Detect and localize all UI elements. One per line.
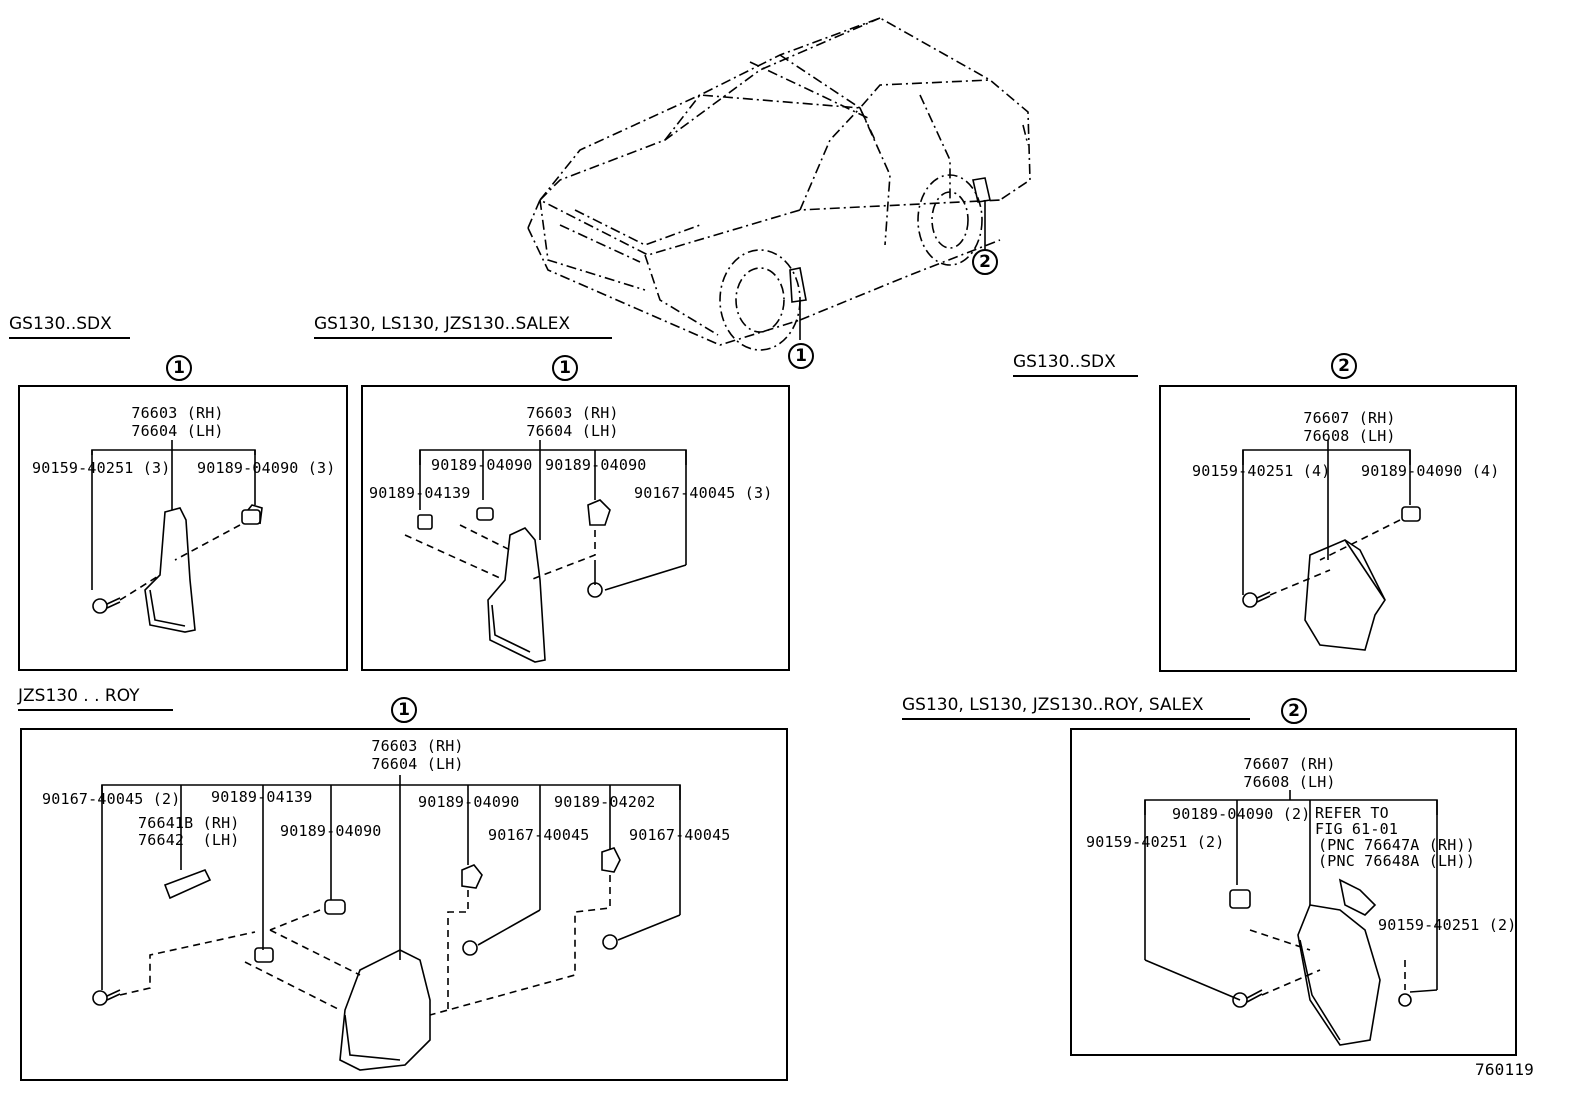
box4-part-lh: 76604 (LH) (371, 755, 464, 773)
box4-screw-a: 90167-40045 (2) (42, 790, 181, 808)
box4-panel (20, 728, 788, 1081)
box3-artwork (1242, 440, 1421, 651)
box4-artwork (92, 775, 681, 1071)
box1-part-lh: 76604 (LH) (131, 422, 224, 440)
box5-panel (1070, 728, 1517, 1056)
box5-screw-b: 90159-40251 (2) (1378, 916, 1517, 934)
box2-screw: 90167-40045 (3) (634, 484, 773, 502)
box2-clip-a: 90189-04090 (431, 456, 533, 474)
car-front-mudflap (789, 267, 807, 303)
figure-number: 760119 (1475, 1060, 1534, 1079)
box4-screw-b: 90167-40045 (488, 826, 590, 844)
box3-part-rh: 76607 (RH) (1303, 409, 1396, 427)
box5-refer-line3: (PNC 76647A (RH)) (1318, 836, 1475, 854)
box2-part-lh: 76604 (LH) (526, 422, 619, 440)
box5-part-rh: 76607 (RH) (1243, 755, 1336, 773)
box4-clip-a: 90189-04090 (280, 822, 382, 840)
box5-refer-line2: FIG 61-01 (1315, 820, 1399, 838)
box5-clip: 90189-04090 (2) (1172, 805, 1311, 823)
box1-artwork (91, 440, 263, 633)
car-illustration (527, 17, 1031, 346)
box5-screw-a: 90159-40251 (2) (1086, 833, 1225, 851)
box4-bracket-rh: 76641B (RH) (138, 814, 240, 832)
car-callout-rear: 2 (972, 249, 998, 275)
section-title-salex-front: GS130, LS130, JZS130..SALEX (314, 314, 612, 339)
box2-nut: 90189-04139 (369, 484, 471, 502)
box4-screw-c: 90167-40045 (629, 826, 731, 844)
box3-panel (1159, 385, 1517, 672)
section-title-gs130-sdx-front: GS130..SDX (9, 314, 130, 339)
box4-part-rh: 76603 (RH) (371, 737, 464, 755)
box2-clip-b: 90189-04090 (545, 456, 647, 474)
box4-clip-c: 90189-04202 (554, 793, 656, 811)
box5-part-lh: 76608 (LH) (1243, 773, 1336, 791)
box3-callout: 2 (1331, 353, 1357, 379)
box1-screw: 90159-40251 (3) (32, 459, 171, 477)
box2-panel (361, 385, 790, 671)
box2-part-rh: 76603 (RH) (526, 404, 619, 422)
box4-clip-b: 90189-04090 (418, 793, 520, 811)
box4-bracket-lh: 76642 (LH) (138, 831, 240, 849)
car-callout-front: 1 (788, 343, 814, 369)
box1-part-rh: 76603 (RH) (131, 404, 224, 422)
box3-screw: 90159-40251 (4) (1192, 462, 1331, 480)
box5-artwork (1144, 790, 1438, 1046)
car-wheels (719, 174, 983, 351)
box1-callout: 1 (166, 355, 192, 381)
box3-part-lh: 76608 (LH) (1303, 427, 1396, 445)
box5-refer-line4: (PNC 76648A (LH)) (1318, 852, 1475, 870)
car-rear-mudflap (972, 177, 991, 203)
section-title-roy-salex-rear: GS130, LS130, JZS130..ROY, SALEX (902, 695, 1250, 720)
box1-panel (18, 385, 348, 671)
box2-callout: 1 (552, 355, 578, 381)
box3-nut: 90189-04090 (4) (1361, 462, 1500, 480)
section-title-gs130-sdx-rear: GS130..SDX (1013, 352, 1138, 377)
box2-artwork (404, 440, 687, 663)
box4-callout: 1 (391, 697, 417, 723)
box1-nut: 90189-04090 (3) (197, 459, 336, 477)
box5-callout: 2 (1281, 698, 1307, 724)
section-title-roy-front: JZS130 . . ROY (18, 686, 173, 711)
box4-nut-a: 90189-04139 (211, 788, 313, 806)
box5-refer-line1: REFER TO (1315, 804, 1389, 822)
